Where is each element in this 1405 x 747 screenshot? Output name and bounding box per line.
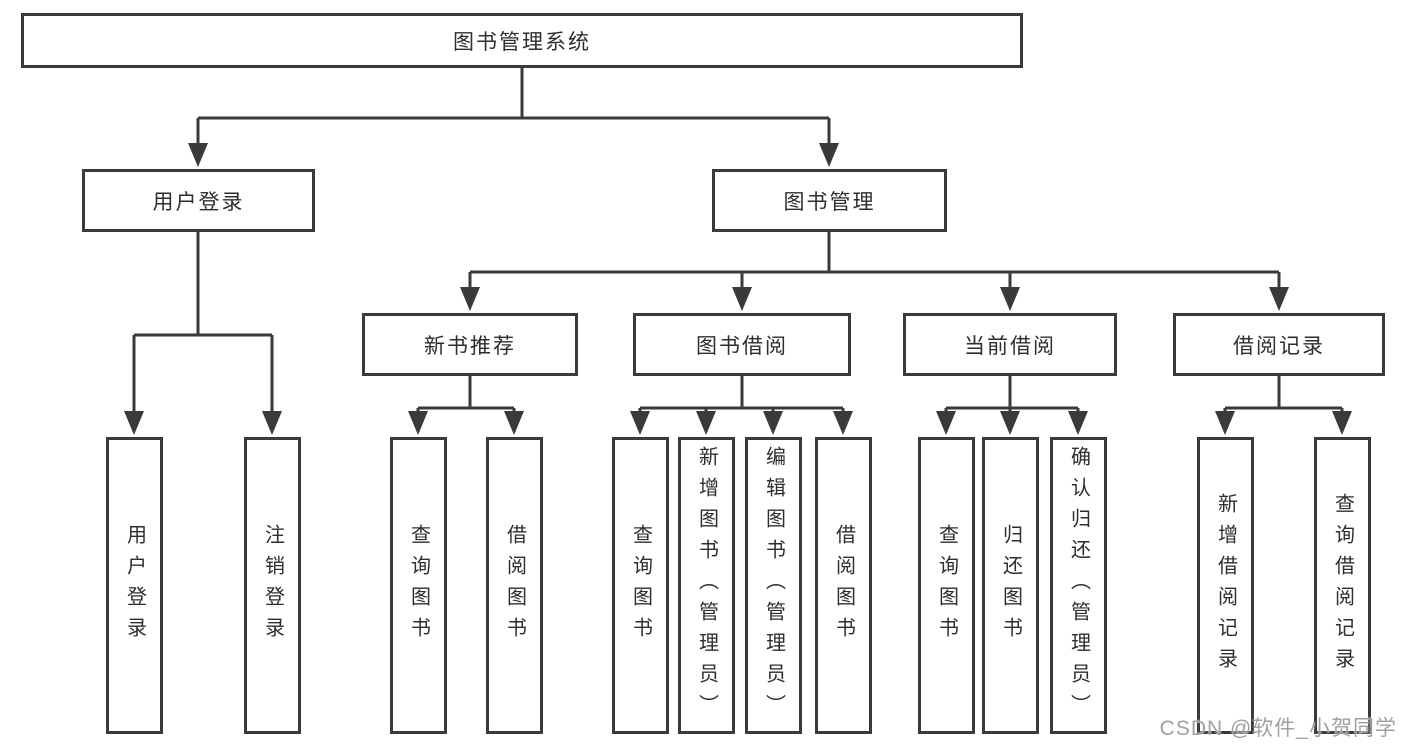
node-user-login: 用户登录 <box>82 169 315 232</box>
leaf-add-book-admin: 新增图书（管理员） <box>678 437 735 734</box>
leaf-query-borrow-record: 查询借阅记录 <box>1314 437 1371 734</box>
csdn-watermark: CSDN @软件_小贺同学 <box>1159 717 1397 740</box>
node-book-borrowing: 图书借阅 <box>633 313 851 376</box>
node-root-library-system: 图书管理系统 <box>21 13 1023 68</box>
leaf-confirm-return-admin: 确认归还（管理员） <box>1050 437 1107 734</box>
node-current-borrowing: 当前借阅 <box>903 313 1117 376</box>
leaf-query-books-recommend: 查询图书 <box>390 437 447 734</box>
leaf-edit-book-admin: 编辑图书（管理员） <box>745 437 802 734</box>
leaf-logout: 注销登录 <box>244 437 301 734</box>
leaf-borrow-books-recommend: 借阅图书 <box>486 437 543 734</box>
leaf-query-books-current: 查询图书 <box>918 437 975 734</box>
node-new-book-recommend: 新书推荐 <box>362 313 578 376</box>
leaf-add-borrow-record: 新增借阅记录 <box>1197 437 1254 734</box>
leaf-return-book: 归还图书 <box>982 437 1039 734</box>
node-borrow-records: 借阅记录 <box>1173 313 1385 376</box>
leaf-query-books-borrowing: 查询图书 <box>612 437 669 734</box>
leaf-borrow-books-borrowing: 借阅图书 <box>815 437 872 734</box>
node-book-management: 图书管理 <box>712 169 947 232</box>
leaf-user-login: 用户登录 <box>106 437 163 734</box>
arrowheads <box>124 143 1352 435</box>
